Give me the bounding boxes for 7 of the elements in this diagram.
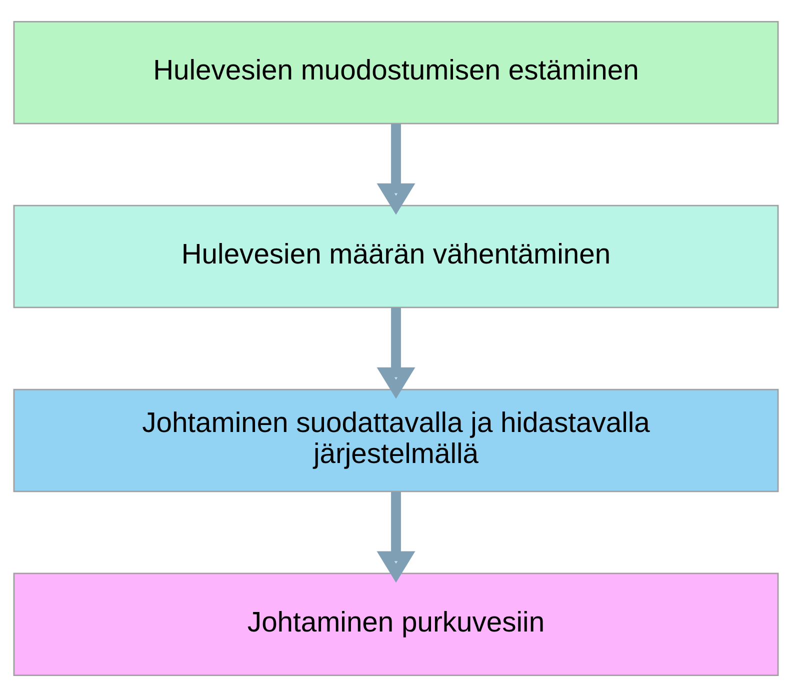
arrow [376,492,416,583]
node-box: Hulevesien muodostumisen estäminen [13,20,779,124]
node-box: Johtaminen purkuvesiin [13,572,779,676]
node-box: Johtaminen suodattavalla ja hidastavalla järjestelmällä [13,388,779,492]
node-box: Hulevesien määrän vähentäminen [13,204,779,308]
arrow [376,124,416,215]
arrow [376,308,416,399]
